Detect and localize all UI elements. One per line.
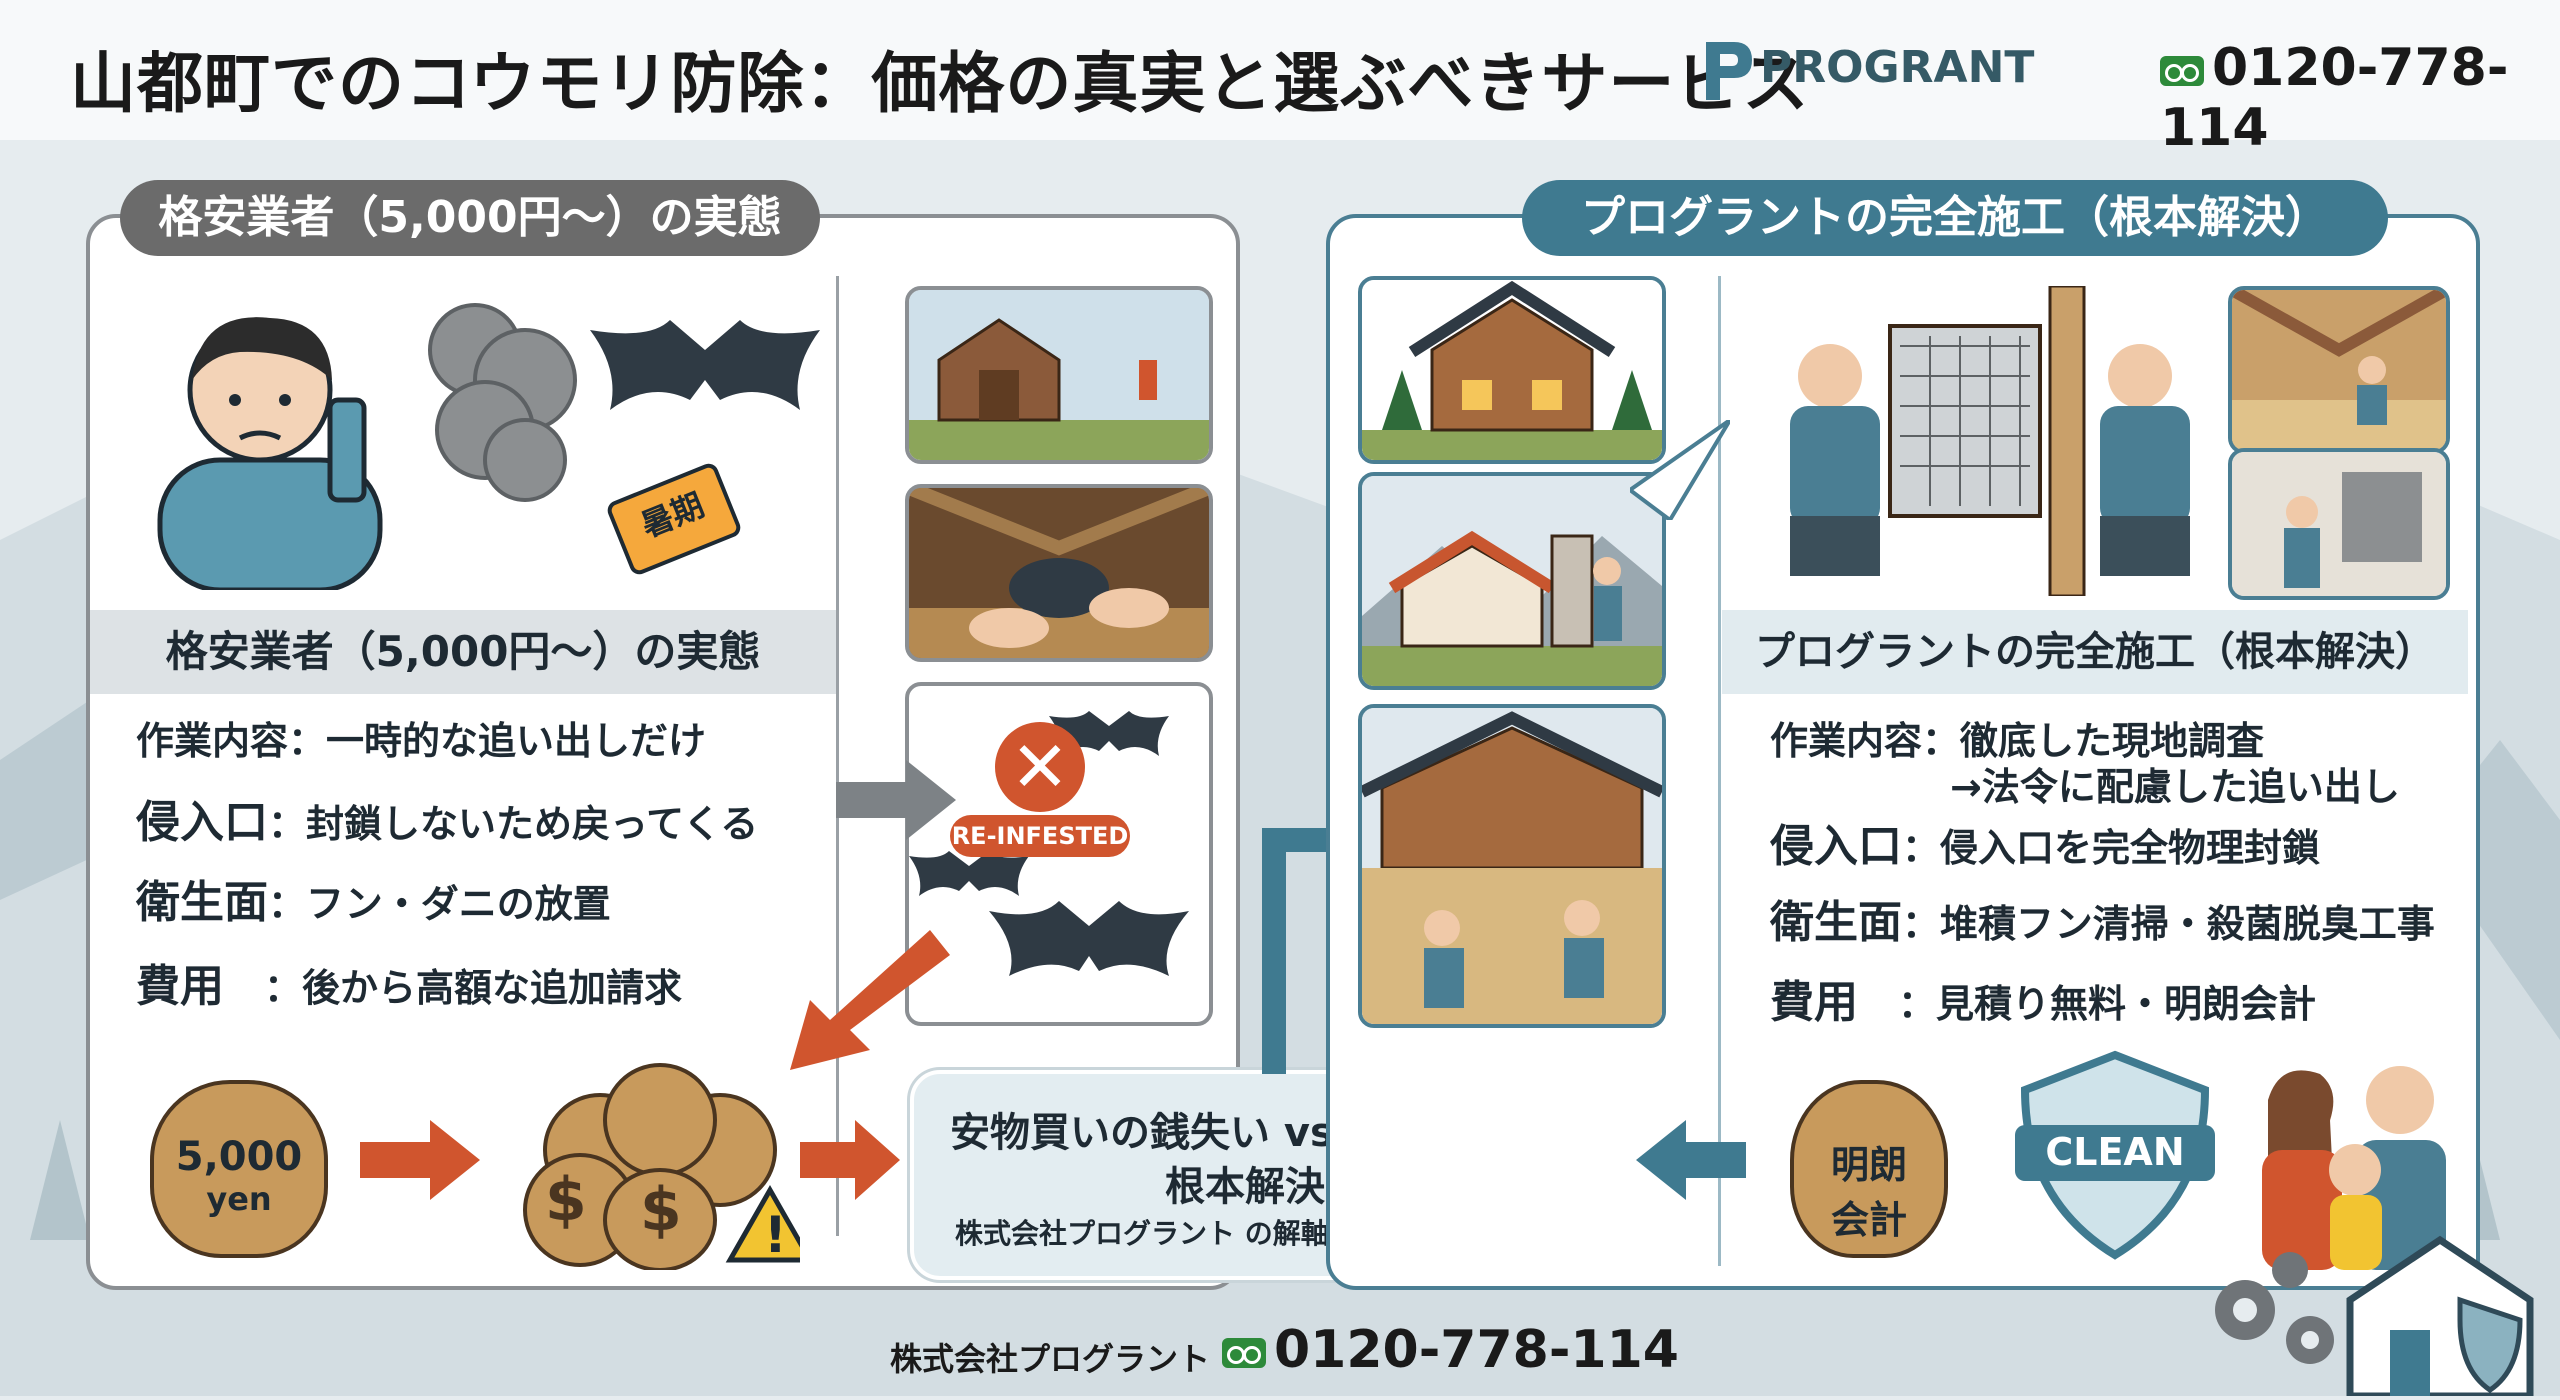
- dollar-sign-1: $: [545, 1165, 587, 1235]
- gray-arrow-icon: [836, 760, 956, 840]
- right-row-work-sub: →法令に配慮した追い出し: [1950, 765, 2400, 809]
- left-row-entrance: 侵入口：封鎖しないため戻ってくる: [136, 797, 759, 848]
- mesh-worker-image: [2228, 448, 2450, 600]
- page-title: 山都町でのコウモリ防除：価格の真実と選ぶべきサービス: [70, 45, 1810, 122]
- footer-phone-number: 0120-778-114: [1274, 1320, 1679, 1380]
- house-forest-image: [1358, 276, 1666, 464]
- smoke-cloud-illustration: [415, 290, 585, 510]
- person-spraying-illustration: [120, 290, 420, 593]
- bag-amount: 5,000: [175, 1134, 303, 1180]
- bag-text-2: 会計: [1830, 1198, 1907, 1242]
- prograant-service-band: プログラントの完全施工（根本解決）: [1722, 610, 2468, 694]
- cheap-provider-pill: 格安業者（5,000円〜）の実態: [120, 180, 820, 256]
- clean-shield-icon: [2015, 1050, 2215, 1260]
- red-diagonal-arrow-icon: [780, 930, 950, 1070]
- bat-icon: [590, 300, 820, 450]
- prograant-logo-icon: [1700, 36, 1756, 102]
- svg-text:!: !: [764, 1206, 787, 1264]
- workers-sealing-illustration: [1750, 284, 2210, 598]
- reinfested-badge: RE-INFESTED: [950, 815, 1130, 857]
- prograant-service-pill: プログラントの完全施工（根本解決）: [1522, 180, 2388, 256]
- bag-text-1: 明朗: [1830, 1143, 1907, 1187]
- x-mark-icon: ✕: [995, 722, 1085, 812]
- right-row-cost: 費用：見積り無料・明朗会計: [1770, 977, 2317, 1028]
- speech-pointer: [1626, 418, 1732, 523]
- barn-spray-image: [905, 286, 1213, 464]
- right-row-work: 作業内容：徹底した現地調査: [1770, 719, 2265, 763]
- teal-arrow-icon: [1636, 1120, 1746, 1200]
- family-illustration: [2240, 1050, 2460, 1270]
- attic-worker-image: [2228, 286, 2450, 454]
- red-arrow-icon: [360, 1120, 480, 1200]
- header-phone[interactable]: 0120-778-114: [2160, 38, 2560, 158]
- house-gear-shield-icon: [2200, 1220, 2560, 1400]
- center-line-1: 安物買いの銭失い vs: [950, 1110, 1334, 1156]
- cheap-provider-band: 格安業者（5,000円〜）の実態: [90, 610, 836, 694]
- right-row-hygiene: 衛生面：堆積フン清掃・殺菌脱臭工事: [1770, 897, 2435, 948]
- left-row-cost: 費用：後から高額な追加請求: [136, 961, 683, 1012]
- brand-name: PROGRANT: [1760, 42, 2035, 93]
- right-row-entrance: 侵入口：侵入口を完全物理封鎖: [1770, 821, 2321, 872]
- money-bag-transparent-billing: 明朗 会計: [1790, 1080, 1948, 1258]
- footer-phone[interactable]: 0120-778-114: [1222, 1320, 1679, 1380]
- header-bar: [0, 0, 2560, 140]
- footer-company: 株式会社プログラント: [890, 1340, 1211, 1378]
- dollar-sign-2: $: [640, 1175, 682, 1245]
- bag-unit: yen: [206, 1180, 272, 1218]
- left-row-work: 作業内容：一時的な追い出しだけ: [136, 719, 707, 763]
- freedial-icon: [2160, 56, 2204, 86]
- teal-connector: [1262, 828, 1286, 1074]
- sealing-attic-image: [1358, 704, 1666, 1028]
- footer-freedial-icon: [1222, 1338, 1266, 1368]
- attic-wipe-image: [905, 484, 1213, 662]
- left-row-hygiene: 衛生面：フン・ダニの放置: [136, 877, 611, 928]
- red-arrow-to-center-icon: [800, 1120, 900, 1200]
- money-bags-pile-illustration: !: [520, 1040, 815, 1272]
- money-bag-5000: 5,000 yen: [150, 1080, 328, 1258]
- header-phone-number: 0120-778-114: [2160, 38, 2509, 158]
- shield-text: CLEAN: [2045, 1130, 2185, 1174]
- price-tag-text: 暑期: [635, 485, 710, 545]
- right-panel-divider: [1718, 276, 1721, 1266]
- house-inspection-image: [1358, 472, 1666, 690]
- reinfested-text: RE-INFESTED: [951, 822, 1129, 850]
- left-panel-divider: [836, 276, 839, 1236]
